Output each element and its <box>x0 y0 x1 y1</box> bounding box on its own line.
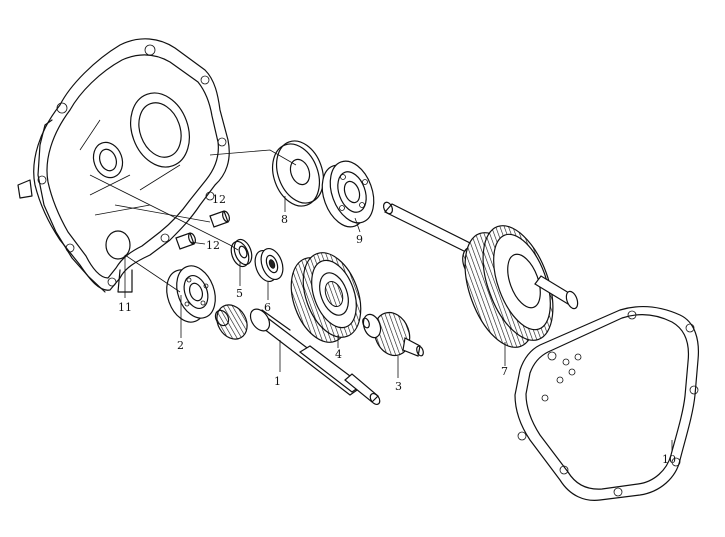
shaft-1 <box>214 304 381 406</box>
callout-9: 9 <box>356 233 363 246</box>
shaft-gear-7 <box>382 201 579 348</box>
dowel-pin-lower <box>175 232 196 250</box>
bearing-2 <box>166 265 216 323</box>
callout-1: 1 <box>274 375 281 388</box>
callout-4: 4 <box>335 348 342 361</box>
callout-7: 7 <box>501 365 508 378</box>
bearing-6 <box>254 247 284 283</box>
gear-4 <box>290 252 362 343</box>
callout-2: 2 <box>177 339 184 352</box>
callout-11: 11 <box>118 301 132 314</box>
dowel-pin-upper <box>209 210 230 228</box>
case-gasket <box>514 305 700 501</box>
callout-12-lower: 12 <box>206 239 220 252</box>
callout-6: 6 <box>264 301 271 314</box>
callout-3: 3 <box>395 380 402 393</box>
transmission-case <box>17 38 230 293</box>
callout-12-upper: 12 <box>212 193 226 206</box>
washer-5 <box>230 238 253 268</box>
callout-10: 10 <box>662 453 676 466</box>
leader-lines <box>89 149 673 452</box>
callout-8: 8 <box>281 213 288 226</box>
bearing-9 <box>321 160 375 228</box>
pinion-3 <box>362 311 424 357</box>
washer-8 <box>272 140 324 207</box>
callout-labels: 1 2 3 4 5 6 7 8 9 10 11 12 12 <box>118 193 676 466</box>
callout-5: 5 <box>236 287 243 300</box>
